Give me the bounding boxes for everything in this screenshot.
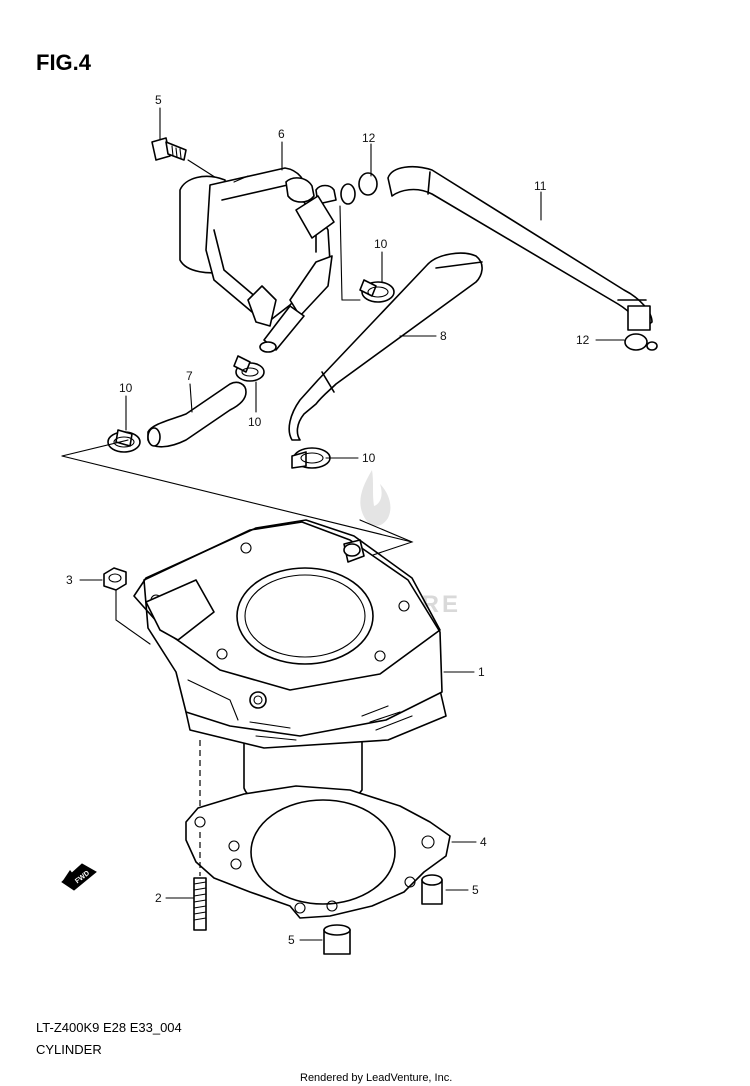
- callout-hose-small: 7: [186, 369, 193, 383]
- figure-code: LT-Z400K9 E28 E33_004: [36, 1020, 182, 1035]
- callout-dowel-lower: 5: [288, 933, 295, 947]
- figure-title: FIG.4: [36, 50, 92, 75]
- part-cylinder: [133, 519, 447, 809]
- callout-clamp-mid-lower: 10: [248, 415, 262, 429]
- part-gasket: [185, 785, 451, 919]
- callout-clamp-left: 10: [119, 381, 133, 395]
- part-hose-middle: [288, 252, 483, 441]
- watermark-flame-icon: [360, 470, 391, 526]
- part-clamp-mid-lower: [233, 355, 265, 382]
- leader-lines: [79, 107, 625, 941]
- callout-hose-long: 11: [534, 179, 547, 193]
- callout-bolt: 5: [155, 93, 162, 107]
- fwd-arrow-icon: FWD: [61, 863, 97, 891]
- callout-stud: 2: [155, 891, 162, 905]
- callout-oring-right: 12: [576, 333, 590, 347]
- part-clamp-left: [107, 429, 141, 453]
- part-dowel-right: [421, 874, 443, 905]
- callout-oring-top: 12: [362, 131, 376, 145]
- callout-gasket: 4: [480, 835, 487, 849]
- assembly-lines: [61, 175, 414, 810]
- callout-nut: 3: [66, 573, 73, 587]
- callout-hose-middle: 8: [440, 329, 447, 343]
- part-hose-small: [147, 381, 247, 448]
- callout-reed-valve: 6: [278, 127, 285, 141]
- callout-cylinder: 1: [478, 665, 485, 679]
- part-nut: [103, 567, 151, 645]
- callout-clamp-mid-upper: 10: [374, 237, 388, 251]
- part-reed-valve: [179, 167, 337, 353]
- part-stud: [193, 832, 207, 931]
- callout-labels: 5 6 12 11 10 12 8 7 10 10 10 3 1 4 5 2 5: [66, 93, 590, 947]
- part-dowel-lower: [323, 924, 351, 955]
- part-clamp-bottom: [291, 447, 331, 469]
- part-hose-long: [387, 165, 653, 331]
- part-oring-right: [624, 333, 658, 351]
- figure-name: CYLINDER: [36, 1042, 102, 1057]
- part-oring-top: [340, 172, 378, 205]
- part-clamp-mid-upper: [359, 279, 395, 303]
- render-credit: Rendered by LeadVenture, Inc.: [300, 1072, 452, 1084]
- callout-dowel-right: 5: [472, 883, 479, 897]
- callout-clamp-bottom: 10: [362, 451, 376, 465]
